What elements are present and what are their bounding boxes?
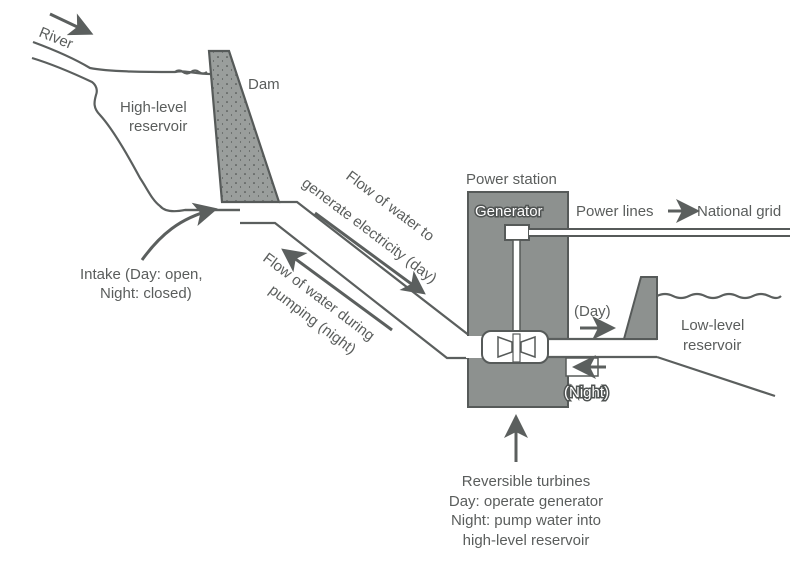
power-lines-label: Power lines (576, 203, 654, 220)
channel-entry (466, 336, 483, 358)
day-label: (Day) (574, 303, 611, 320)
water-surface (174, 69, 208, 75)
low-reservoir-surface (656, 292, 782, 300)
night-label: (Night) (564, 384, 609, 401)
intake-label-1: Intake (Day: open, (80, 266, 203, 283)
low-reservoir-label-1: Low-level (681, 317, 744, 334)
low-reservoir-label-2: reservoir (683, 337, 741, 354)
river-flow-arrow-icon (49, 12, 94, 36)
river-bank-lower (31, 56, 240, 213)
dam (207, 49, 281, 204)
turbine-hub (512, 333, 521, 363)
generator (504, 224, 530, 241)
flow-night-arrow-icon (281, 248, 393, 332)
low-reservoir-bank (656, 355, 776, 398)
power-lines-gap (529, 230, 790, 235)
dam-label: Dam (248, 76, 280, 93)
turbine-shaft (512, 239, 521, 337)
generator-label: Generator (475, 203, 543, 220)
intake-arrow-icon (140, 202, 218, 261)
penstock-lower-wall (240, 221, 483, 360)
flow-day-arrow-icon (314, 211, 426, 295)
intake-label-2: Night: closed) (100, 285, 192, 302)
national-grid-label: National grid (697, 203, 781, 220)
high-reservoir-label-2: reservoir (129, 118, 187, 135)
high-reservoir-label-1: High-level (120, 99, 187, 116)
flow-day-label-1: Flow of water to (343, 168, 438, 245)
low-level-dam (622, 276, 658, 340)
turbines-label-3: Night: pump water into (451, 512, 601, 529)
power-lines (529, 228, 790, 237)
turbine-blades-icon (497, 335, 536, 359)
power-station-label: Power station (466, 171, 557, 188)
turbines-label-1: Reversible turbines (462, 473, 590, 490)
river-label: River (37, 24, 76, 53)
tailrace-channel (545, 339, 660, 356)
turbines-label-2: Day: operate generator (449, 493, 603, 510)
turbines-label-4: high-level reservoir (463, 532, 590, 549)
